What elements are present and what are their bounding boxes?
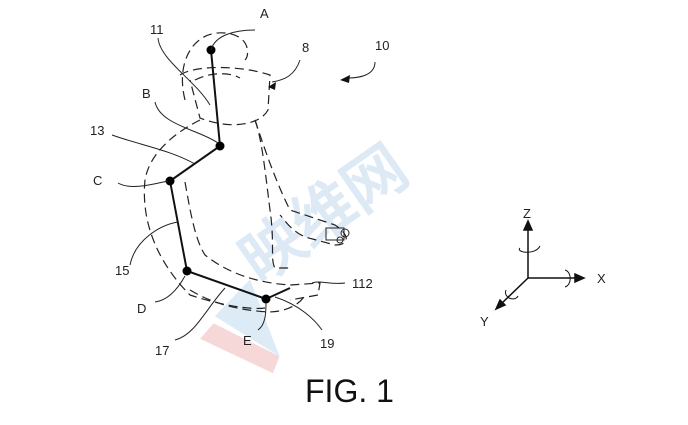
watermark: 映维网: [200, 131, 421, 374]
axis-x-label: X: [597, 271, 606, 286]
joint-d: [182, 266, 192, 276]
label-8: 8: [302, 40, 309, 55]
skeleton: [165, 45, 291, 304]
joint-c: [165, 176, 175, 186]
label-d: D: [137, 301, 146, 316]
label-15: 15: [115, 263, 129, 278]
figure-caption: FIG. 1: [305, 373, 394, 409]
axis-z-label: Z: [523, 206, 531, 221]
coordinate-axes: [494, 219, 586, 311]
label-b: B: [142, 86, 151, 101]
label-17: 17: [155, 343, 169, 358]
joint-e: [261, 294, 271, 304]
svg-text:映维网: 映维网: [227, 131, 421, 297]
label-c: C: [93, 173, 102, 188]
hand-controller-icon: [325, 227, 350, 244]
label-a: A: [260, 6, 269, 21]
leader-lines: [111, 29, 376, 341]
label-13: 13: [90, 123, 104, 138]
joint-b: [215, 141, 225, 151]
label-e: E: [243, 333, 252, 348]
label-10: 10: [375, 38, 389, 53]
label-112: 112: [352, 276, 373, 291]
label-19: 19: [320, 336, 334, 351]
body-outline: [143, 32, 347, 313]
axis-y-label: Y: [480, 314, 489, 329]
label-11: 11: [150, 22, 164, 37]
